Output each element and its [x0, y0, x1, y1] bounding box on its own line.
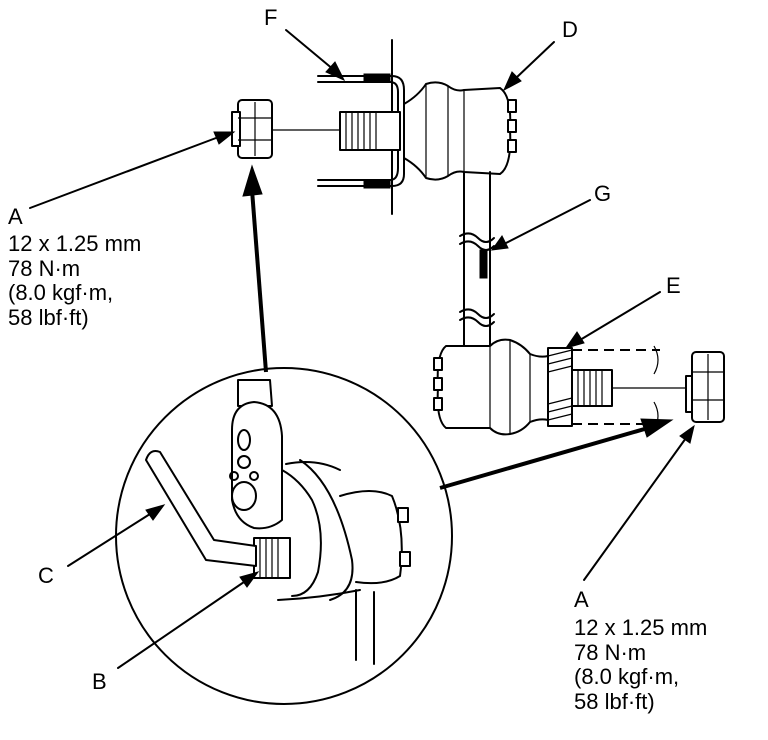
upper-stud	[339, 111, 401, 151]
spec-torque-lbfft: 58 lbf·ft)	[8, 304, 89, 330]
torque-spec-upper: 12 x 1.25 mm 78 N·m (8.0 kgf·m, 58 lbf·f…	[8, 231, 142, 330]
callout-C: C	[38, 563, 54, 588]
spec-torque-nm: 78 N·m	[574, 639, 647, 665]
spec-torque-lbfft: 58 lbf·ft)	[574, 688, 655, 714]
spec-torque-kgfm: (8.0 kgf·m,	[8, 280, 114, 305]
upper-flange-nut	[231, 99, 340, 159]
callout-F: F	[264, 5, 278, 30]
callout-A-lower: A	[574, 587, 589, 612]
detail-arrows	[242, 164, 674, 490]
spec-thread: 12 x 1.25 mm	[574, 615, 708, 640]
detail-circle	[115, 367, 453, 705]
callout-B: B	[92, 669, 107, 694]
lower-ball-joint	[433, 338, 549, 436]
callout-G: G	[594, 181, 612, 206]
spec-thread: 12 x 1.25 mm	[8, 231, 142, 256]
leader-lines	[29, 29, 695, 669]
spec-torque-nm: 78 N·m	[8, 255, 81, 281]
lower-nut	[547, 345, 686, 431]
upper-ball-joint	[403, 81, 517, 181]
spec-torque-kgfm: (8.0 kgf·m,	[574, 664, 680, 689]
callout-E: E	[666, 273, 681, 298]
link-rod	[459, 171, 495, 347]
lower-flange-nut	[685, 351, 725, 423]
torque-spec-lower: 12 x 1.25 mm 78 N·m (8.0 kgf·m, 58 lbf·f…	[574, 615, 708, 714]
callout-A-upper: A	[8, 204, 23, 229]
callout-D: D	[562, 17, 578, 42]
